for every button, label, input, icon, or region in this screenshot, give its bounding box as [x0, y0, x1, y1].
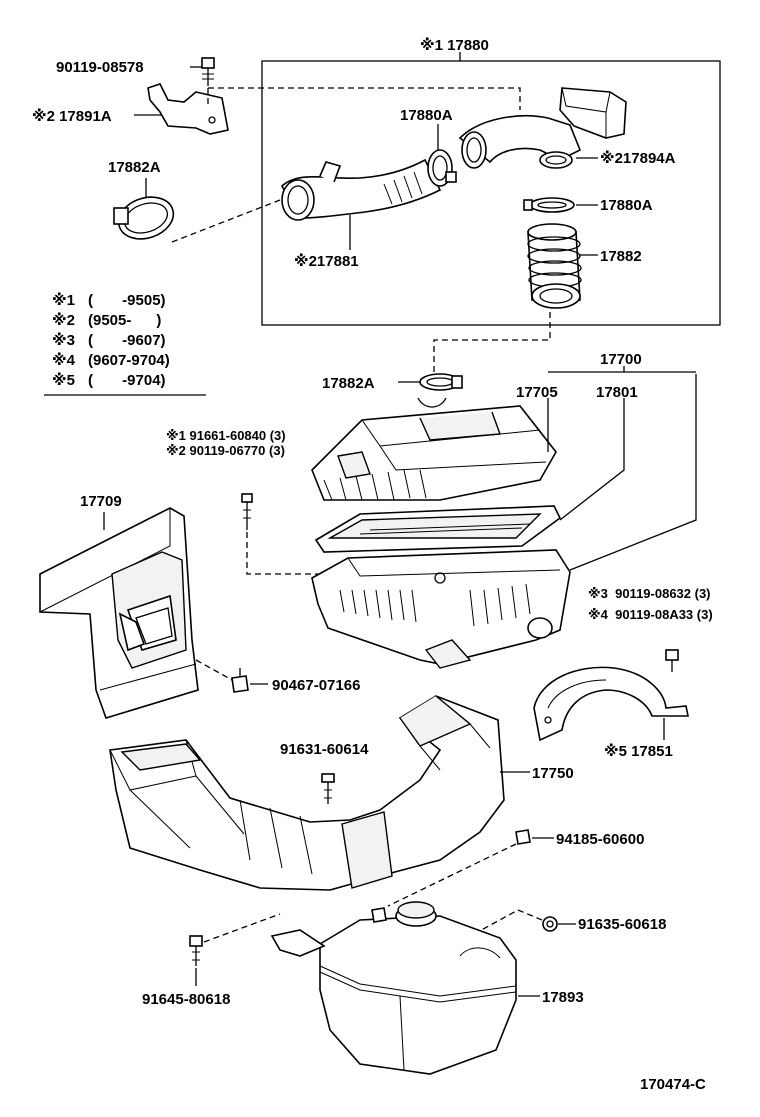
label-c-91635: 91635-60618 [578, 916, 666, 933]
element-17801-part [314, 505, 562, 553]
washer-91635-60618-part [542, 916, 558, 932]
band-17882a-left-part [113, 196, 175, 240]
resonator-17893-part [270, 901, 517, 1075]
label-c-90119-08632: ※3 90119-08632 (3) [588, 586, 711, 601]
label-c-17880a-top: 17880A [400, 107, 453, 124]
bolt-91631-60614-part [321, 773, 335, 804]
label-c-17851: ※5 17851 [604, 742, 673, 760]
legend-mark-5: ※5 [52, 371, 75, 389]
legend-range-2: (9505- ) [88, 312, 161, 329]
elbow-17894a-part [458, 87, 627, 169]
label-c-17893: 17893 [542, 989, 584, 1006]
label-c-17705: 17705 [516, 384, 558, 401]
label-c-17700: 17700 [600, 351, 642, 368]
shield-17851-part [533, 666, 689, 742]
case-part [311, 549, 571, 669]
clamp-17880a-top-part [427, 149, 457, 187]
bolt-91645-80618-part [189, 935, 203, 966]
clamp-17880a-right-part [523, 197, 575, 213]
screw-91661-part [241, 493, 253, 530]
kit-17880-box [261, 60, 721, 326]
legend: ※1 ( -9505) ※2 (9505- ) ※3 ( -9607) ※4 (… [52, 291, 170, 389]
label-c-17880-box: ※1 17880 [420, 36, 489, 54]
label-c-90119-08a33: ※4 90119-08A33 (3) [588, 607, 713, 622]
bolt-90119-08632-part [665, 649, 679, 672]
cap-17705-part [311, 397, 557, 501]
legend-range-1: ( -9505) [88, 292, 166, 309]
legend-range-4: (9607-9704) [88, 352, 170, 369]
label-c-17882a-mid: 17882A [322, 375, 375, 392]
bracket-17891a-part [147, 83, 229, 135]
label-c-17750: 17750 [532, 765, 574, 782]
bolt-90119-08578-part [201, 57, 215, 86]
nut-94185-60600-part [515, 829, 531, 845]
legend-range-5: ( -9704) [88, 372, 166, 389]
label-c-17880a-right: 17880A [600, 197, 653, 214]
figure-code: 170474-C [640, 1076, 706, 1093]
label-c-17882: 17882 [600, 248, 642, 265]
band-17882a-mid-part [419, 373, 463, 391]
label-c-90467: 90467-07166 [272, 677, 360, 694]
label-c-94185: 94185-60600 [556, 831, 644, 848]
legend-mark-1: ※1 [52, 291, 75, 309]
label-c-217881: ※217881 [294, 252, 359, 270]
label-c-217894a: ※217894A [600, 149, 676, 167]
label-c-17891a: ※2 17891A [32, 107, 112, 125]
hose-17881-part [280, 158, 442, 221]
duct-17709-part [39, 507, 199, 719]
legend-mark-3: ※3 [52, 331, 75, 349]
inlet-17750-part [109, 695, 505, 891]
label-c-91661: ※1 91661-60840 (3) [166, 428, 286, 443]
hose-17882-part [527, 223, 582, 309]
label-c-17801: 17801 [596, 384, 638, 401]
label-c-91645: 91645-80618 [142, 991, 230, 1008]
label-c-90119-06770: ※2 90119-06770 (3) [166, 443, 285, 458]
legend-mark-2: ※2 [52, 311, 75, 329]
legend-mark-4: ※4 [52, 351, 76, 369]
label-c-17709: 17709 [80, 493, 122, 510]
legend-range-3: ( -9607) [88, 332, 166, 349]
label-c-91631: 91631-60614 [280, 741, 369, 758]
label-c-90119-08578: 90119-08578 [56, 59, 144, 76]
label-c-17882a-left: 17882A [108, 159, 161, 176]
clip-90467-07166-part [231, 668, 249, 693]
